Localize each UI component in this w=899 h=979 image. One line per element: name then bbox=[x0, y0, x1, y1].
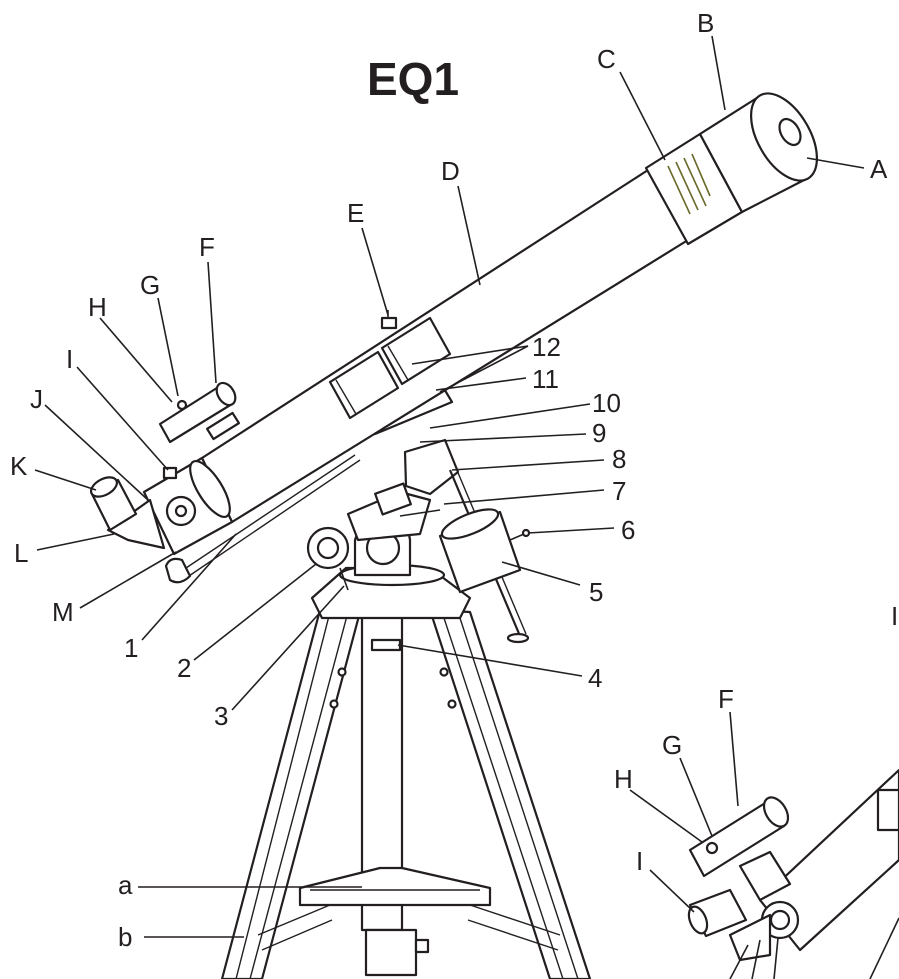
label-b: b bbox=[118, 922, 132, 952]
label-4: 4 bbox=[588, 663, 602, 693]
label-A: A bbox=[870, 154, 888, 184]
label-C: C bbox=[597, 44, 616, 74]
inset-finder-detail bbox=[687, 768, 899, 979]
label-I: I bbox=[66, 344, 73, 374]
label-J: J bbox=[30, 384, 43, 414]
leader-lines bbox=[34, 35, 865, 938]
label-L: L bbox=[14, 538, 28, 568]
label-2: 2 bbox=[177, 653, 191, 683]
label-K: K bbox=[10, 451, 28, 481]
label-F: F bbox=[199, 232, 215, 262]
label-7: 7 bbox=[612, 476, 626, 506]
label-a: a bbox=[118, 870, 133, 900]
label-11: 11 bbox=[532, 364, 559, 394]
label-3: 3 bbox=[214, 701, 228, 731]
dew-shield-hatch bbox=[667, 153, 711, 215]
inset-label-I: I bbox=[636, 846, 643, 876]
label-8: 8 bbox=[612, 444, 626, 474]
label-M: M bbox=[52, 597, 74, 627]
label-6: 6 bbox=[621, 515, 635, 545]
diagram-title: EQ1 bbox=[367, 53, 459, 105]
label-E: E bbox=[347, 198, 364, 228]
label-H: H bbox=[88, 292, 107, 322]
tripod bbox=[220, 563, 592, 979]
optical-tube bbox=[89, 92, 819, 556]
inset-label-H: H bbox=[614, 764, 633, 794]
label-D: D bbox=[441, 156, 460, 186]
inset-label-F: F bbox=[718, 684, 734, 714]
equatorial-mount bbox=[164, 380, 531, 644]
label-1: 1 bbox=[124, 633, 138, 663]
label-G: G bbox=[140, 270, 160, 300]
edge-mark: I bbox=[891, 601, 898, 631]
inset-label-G: G bbox=[662, 730, 682, 760]
label-12: 12 bbox=[532, 332, 561, 362]
label-B: B bbox=[697, 8, 714, 38]
label-5: 5 bbox=[589, 577, 603, 607]
label-10: 10 bbox=[592, 388, 621, 418]
label-9: 9 bbox=[592, 418, 606, 448]
